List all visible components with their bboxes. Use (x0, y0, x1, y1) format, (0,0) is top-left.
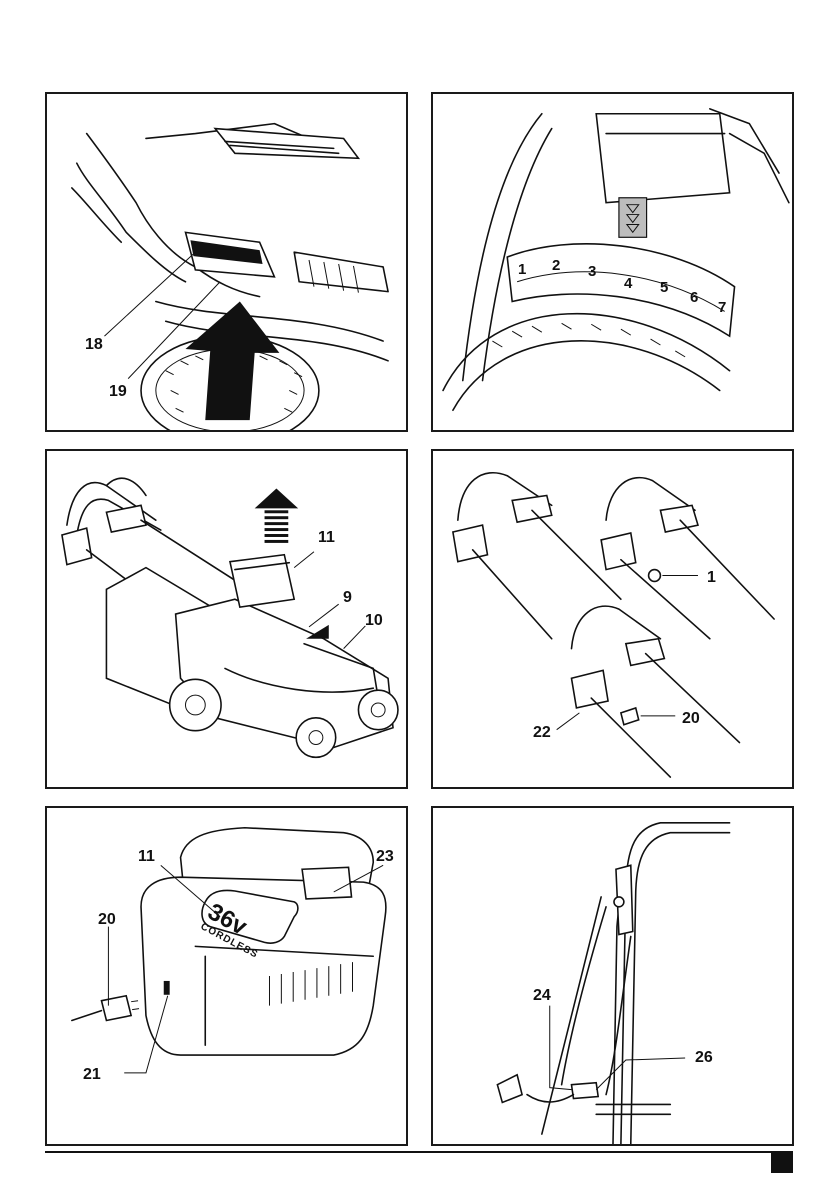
figure-panel-d: 1 20 22 (431, 449, 794, 789)
height-number-7: 7 (718, 300, 726, 315)
height-number-2: 2 (552, 258, 560, 273)
cable-routing-illustration (433, 808, 792, 1144)
figure-panel-f: 24 26 (431, 806, 794, 1146)
height-number-5: 5 (660, 280, 668, 295)
leader-lines-a (47, 94, 406, 430)
callout-9: 9 (343, 590, 352, 606)
down-arrows-icon (619, 198, 647, 238)
callout-26: 26 (695, 1050, 713, 1066)
callout-20: 20 (682, 711, 700, 727)
page-marker (771, 1153, 793, 1173)
upward-arrow-icon (255, 489, 298, 509)
safety-key-illustration (433, 451, 792, 787)
footer-rule (45, 1151, 793, 1153)
height-number-4: 4 (624, 276, 632, 291)
height-scale: 1 2 3 4 5 6 7 (518, 254, 738, 314)
callout-1: 1 (707, 570, 716, 586)
callout-22: 22 (533, 725, 551, 741)
callout-10: 10 (365, 613, 383, 629)
figure-panel-c: 11 9 10 (45, 449, 408, 789)
callout-24: 24 (533, 988, 551, 1004)
figure-panel-b: 1 2 3 4 5 6 7 (431, 92, 794, 432)
callout-20: 20 (98, 912, 116, 928)
height-number-3: 3 (588, 264, 596, 279)
callout-11: 11 (318, 530, 335, 546)
height-number-6: 6 (690, 290, 698, 305)
figure-panel-a: 18 19 (45, 92, 408, 432)
callout-21: 21 (83, 1067, 101, 1083)
callout-23: 23 (376, 849, 394, 865)
mower-battery-illustration (47, 451, 406, 787)
battery-charger-illustration (47, 808, 406, 1144)
height-number-1: 1 (518, 262, 526, 277)
figure-panel-e: 36v CORDLESS 11 23 20 21 (45, 806, 408, 1146)
callout-11: 11 (138, 849, 155, 865)
